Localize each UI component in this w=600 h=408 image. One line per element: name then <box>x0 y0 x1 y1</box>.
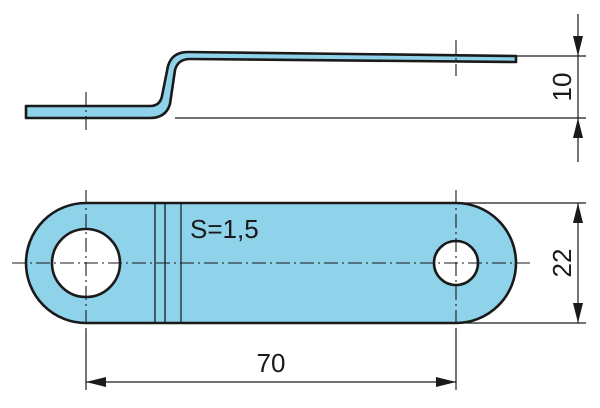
length-dimension-label: 70 <box>257 348 286 378</box>
length-arrow-right <box>436 377 456 387</box>
thickness-label: S=1,5 <box>190 214 259 244</box>
length-arrow-left <box>86 377 106 387</box>
width-dimension-label: 22 <box>547 249 577 278</box>
top-view: S=1,5 22 70 <box>12 190 586 390</box>
height-dimension-label: 10 <box>547 73 577 102</box>
width-arrow-bottom <box>573 303 583 323</box>
height-arrow-bottom <box>573 118 583 138</box>
width-arrow-top <box>573 203 583 223</box>
side-view: 10 <box>24 14 586 162</box>
height-arrow-top <box>573 36 583 56</box>
bent-strap-profile <box>24 50 518 120</box>
